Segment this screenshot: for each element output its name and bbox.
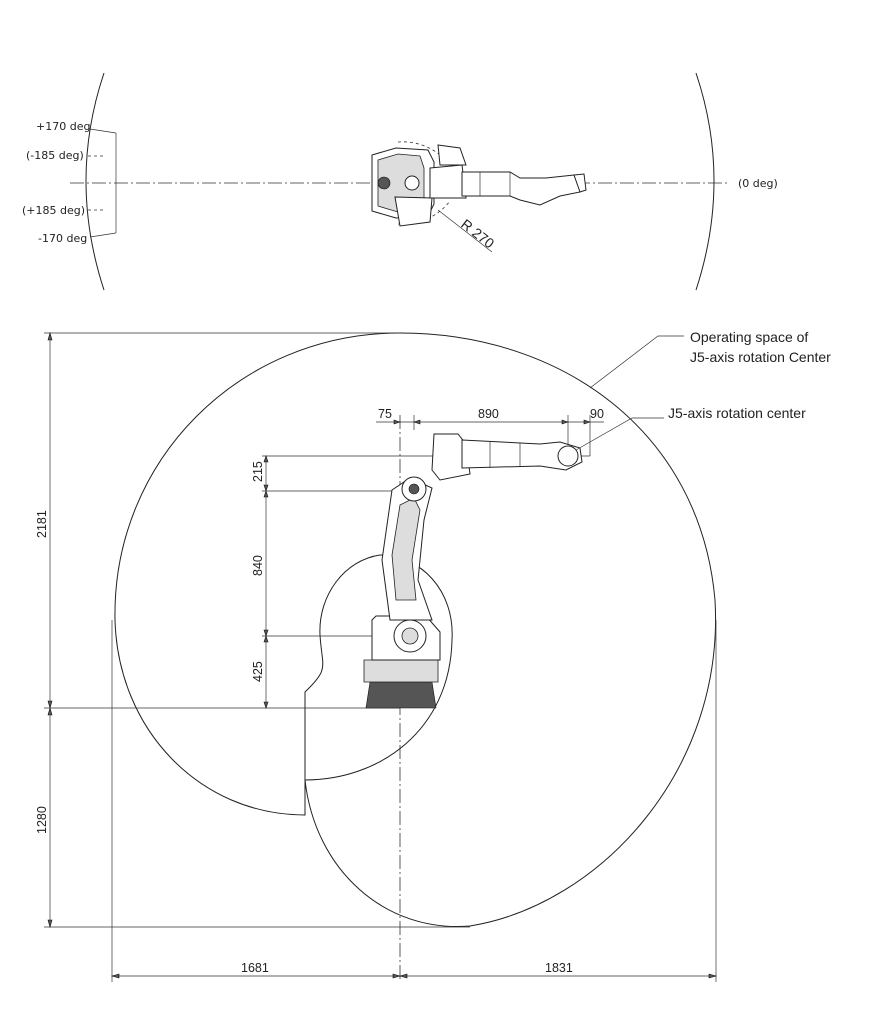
angle-label-plus-185: (+185 deg) xyxy=(22,204,85,217)
angle-limit-markers xyxy=(88,128,117,238)
top-horizontal-dimension xyxy=(376,415,604,456)
vertical-dimension-chain xyxy=(263,455,269,709)
side-view: Operating space of J5-axis rotation Cent… xyxy=(35,329,831,982)
dim-1681: 1681 xyxy=(241,961,269,975)
operating-space-leader xyxy=(589,335,684,389)
robot-side-silhouette xyxy=(363,433,583,709)
robot-top-silhouette xyxy=(371,141,587,227)
angle-label-zero: (0 deg) xyxy=(738,177,778,190)
dim-1280: 1280 xyxy=(35,806,49,834)
callout-j5-center: J5-axis rotation center xyxy=(668,405,806,421)
radius-label: R 270 xyxy=(458,216,497,252)
left-vertical-dimension xyxy=(47,331,53,929)
radius-leader xyxy=(437,209,493,253)
callout-operating-space-line2: J5-axis rotation Center xyxy=(690,349,831,365)
dim-890: 890 xyxy=(478,407,499,421)
dim-2181: 2181 xyxy=(35,510,49,538)
dim-215: 215 xyxy=(251,461,265,482)
dim-840: 840 xyxy=(251,555,265,576)
bottom-horizontal-dimension xyxy=(110,620,718,982)
operating-envelope xyxy=(114,332,717,928)
dim-425: 425 xyxy=(251,661,265,682)
top-view: +170 deg (-185 deg) (+185 deg) -170 deg … xyxy=(22,72,778,291)
top-view-right-arc xyxy=(695,72,715,291)
angle-label-minus-170: -170 deg xyxy=(38,232,87,245)
dim-90: 90 xyxy=(590,407,604,421)
j5-center-leader xyxy=(575,417,664,451)
top-view-left-arc xyxy=(85,72,105,291)
dim-75: 75 xyxy=(378,407,392,421)
angle-label-minus-185: (-185 deg) xyxy=(26,149,84,162)
angle-label-plus-170: +170 deg xyxy=(36,120,90,133)
callout-operating-space-line1: Operating space of xyxy=(690,329,808,345)
dim-1831: 1831 xyxy=(545,961,573,975)
